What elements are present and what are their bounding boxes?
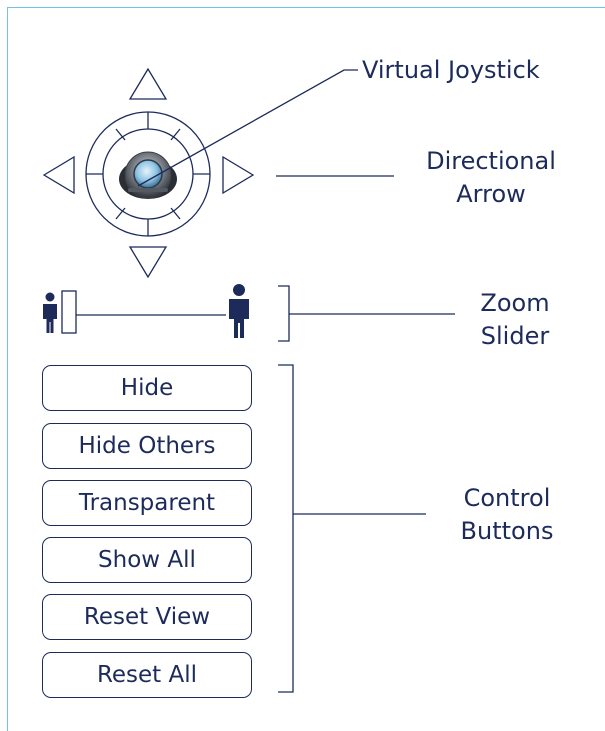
label-virtual-joystick-text: Virtual Joystick [362,56,540,84]
label-virtual-joystick: Virtual Joystick [362,54,540,87]
frame-left-border [7,7,8,731]
label-control-buttons-line1: Control [463,484,551,512]
joystick-ring-segments [86,112,210,236]
label-control-buttons-line2: Buttons [460,517,554,545]
zoom-slider-handle[interactable] [61,290,77,334]
frame-top-border [7,7,605,8]
zoom-bracket [278,285,290,342]
triangle-up-icon[interactable] [128,67,168,100]
joystick-knob-icon[interactable] [119,151,177,199]
triangle-down-icon[interactable] [128,246,168,279]
person-small-icon [43,292,57,333]
reset-view-button[interactable]: Reset View [42,594,252,640]
label-directional-arrow-line1: Directional [426,147,556,175]
hide-button[interactable]: Hide [42,365,252,411]
show-all-button[interactable]: Show All [42,537,252,583]
triangle-left-icon[interactable] [42,155,75,195]
label-directional-arrow: Directional Arrow [406,145,576,211]
joystick-leader-line [137,69,358,187]
label-directional-arrow-line2: Arrow [456,180,526,208]
label-zoom-slider-line2: Slider [480,322,550,350]
reset-all-button[interactable]: Reset All [42,652,252,698]
triangle-right-icon[interactable] [222,155,255,195]
buttons-bracket [278,364,294,693]
person-large-icon [229,284,249,338]
label-control-buttons: Control Buttons [442,482,572,548]
label-zoom-slider: Zoom Slider [455,287,575,353]
label-zoom-slider-line1: Zoom [480,289,550,317]
transparent-button[interactable]: Transparent [42,480,252,526]
hide-others-button[interactable]: Hide Others [42,423,252,469]
